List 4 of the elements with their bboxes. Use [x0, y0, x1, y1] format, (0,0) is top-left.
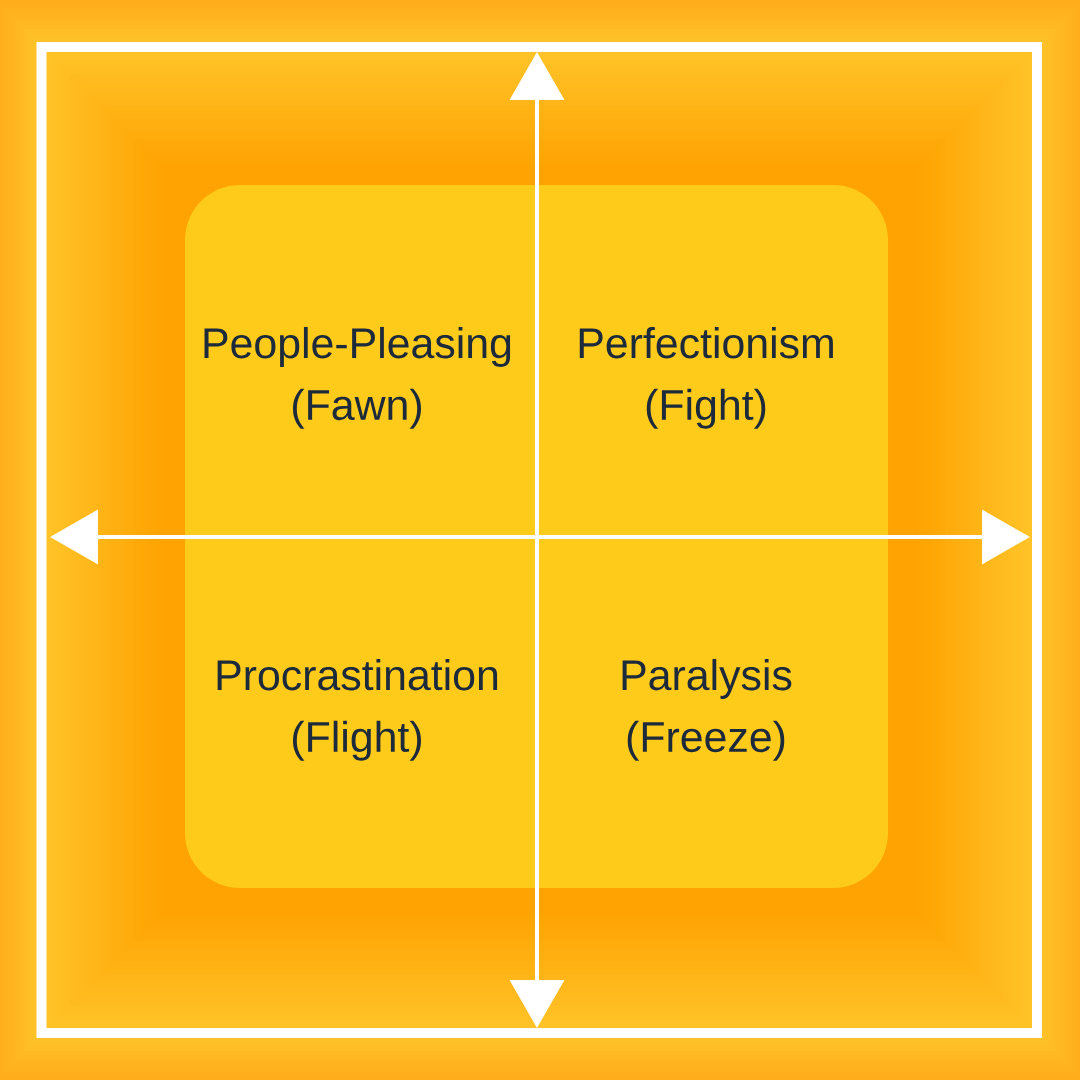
quadrant-label: Paralysis (Freeze) [622, 658, 792, 761]
quadrant-label: Procrastination (Flight) [217, 658, 498, 761]
quadrant-label: People-Pleasing (Fawn) [204, 326, 511, 429]
quadrant-label: Perfectionism (Fight) [579, 326, 833, 429]
